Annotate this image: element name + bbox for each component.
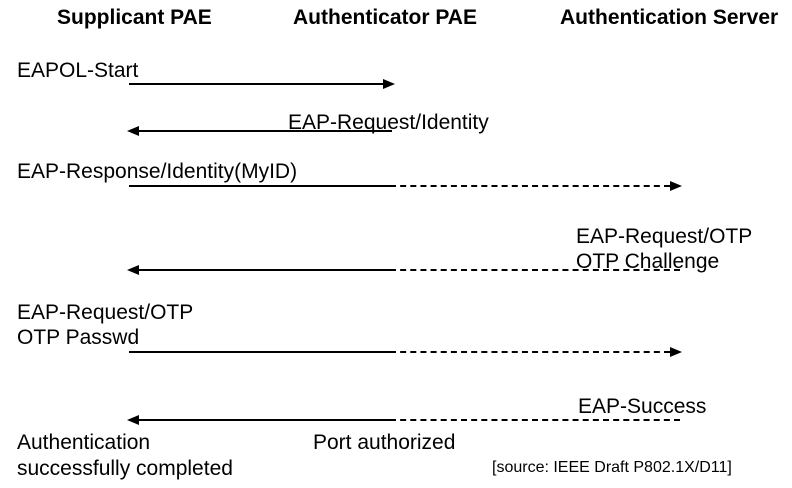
message-label-eap-request-identity: EAP-Request/Identity — [288, 111, 489, 134]
message-arrow-line-eapol-start — [129, 83, 383, 85]
message-label-eap-request-otp-challenge-line2: OTP Challenge — [576, 250, 720, 273]
message-arrowhead-right-eap-response-identity — [670, 181, 682, 191]
message-arrow-line-eap-request-identity — [139, 130, 392, 132]
lane-header-supplicant: Supplicant PAE — [57, 6, 212, 29]
lane-header-authenticator: Authenticator PAE — [293, 6, 477, 29]
message-arrowhead-left-eap-success — [127, 415, 139, 425]
message-arrowhead-right-eap-request-otp-passwd — [670, 347, 682, 357]
note-authentication-result-line1: Authentication — [17, 431, 151, 454]
message-label-eapol-start: EAPOL-Start — [17, 59, 139, 82]
source-attribution: [source: IEEE Draft P802.1X/D11] — [492, 459, 732, 476]
message-arrow-line-dashed-eap-success — [390, 419, 680, 421]
message-arrow-line-dashed-eap-request-otp-passwd — [390, 351, 670, 353]
message-arrow-line-solid-eap-request-otp-passwd — [129, 351, 390, 353]
note-authentication-result-line2: successfully completed — [17, 457, 233, 480]
message-label-eap-request-otp-passwd-line2: OTP Passwd — [17, 326, 140, 349]
lane-header-authentication-server: Authentication Server — [560, 6, 779, 29]
message-arrow-line-solid-eap-success — [139, 419, 390, 421]
message-arrow-line-dashed-eap-request-otp-challenge — [390, 269, 680, 271]
message-label-eap-response-identity: EAP-Response/Identity(MyID) — [17, 160, 298, 183]
message-label-port-authorized: Port authorized — [313, 431, 456, 454]
message-arrow-line-solid-eap-request-otp-challenge — [139, 269, 390, 271]
message-arrow-line-solid-eap-response-identity — [129, 185, 390, 187]
message-arrowhead-left-eap-request-identity — [127, 126, 139, 136]
message-arrowhead-left-eap-request-otp-challenge — [127, 265, 139, 275]
message-label-eap-request-otp-challenge-line1: EAP-Request/OTP — [576, 225, 753, 248]
message-label-eap-request-otp-passwd-line1: EAP-Request/OTP — [17, 301, 194, 324]
message-arrowhead-right-eapol-start — [383, 79, 395, 89]
message-arrow-line-dashed-eap-response-identity — [390, 185, 670, 187]
message-label-eap-success: EAP-Success — [578, 395, 707, 418]
